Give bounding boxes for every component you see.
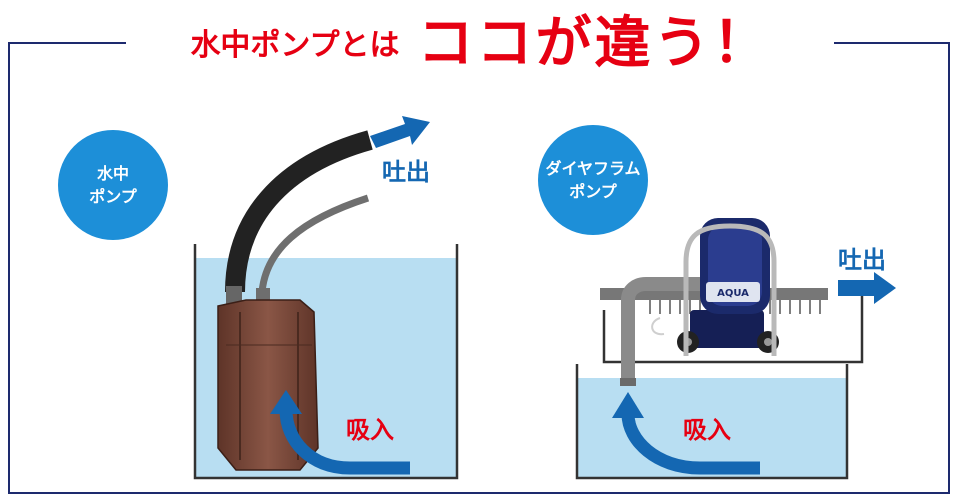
left-intake-arrowhead-icon: [270, 390, 302, 414]
diaphragm-pump: AQUA: [651, 218, 779, 356]
right-intake-label: 吸入: [683, 416, 731, 444]
frame-top-right-line: [834, 42, 950, 44]
right-intake-arrowhead-icon: [612, 392, 644, 418]
badge-left-line1: 水中: [96, 163, 129, 183]
left-secondary-hose: [258, 194, 370, 293]
frame-top-left-line: [8, 42, 126, 44]
badge-right-line1: ダイヤフラム: [545, 158, 641, 178]
submersible-pump-badge: 水中 ポンプ: [58, 130, 168, 240]
left-discharge-arrow-icon: [370, 116, 430, 148]
left-intake-arrow-icon: [279, 409, 410, 475]
left-discharge-hose: [225, 130, 373, 293]
headline-prefix: 水中ポンプとは: [190, 28, 400, 63]
right-discharge-arrow-icon: [838, 272, 896, 304]
diaphragm-pump-badge: ダイヤフラム ポンプ: [538, 125, 648, 235]
pump-platform: [602, 296, 864, 364]
badge-right-line2: ポンプ: [569, 182, 617, 201]
left-intake-label: 吸入: [346, 416, 394, 444]
right-suction-hose: [621, 277, 700, 384]
badge-left-line2: ポンプ: [89, 187, 137, 206]
right-discharge-label: 吐出: [838, 246, 886, 274]
headline: 水中ポンプとは ココが違う！: [136, 2, 826, 78]
right-intake-arrow-icon: [621, 413, 760, 475]
diagram-frame: [8, 42, 950, 494]
pump-brand-text: AQUA: [717, 288, 749, 299]
left-discharge-label: 吐出: [382, 158, 430, 186]
headline-emphasis: ココが違う！: [417, 11, 772, 76]
right-water-tank: [575, 364, 849, 480]
